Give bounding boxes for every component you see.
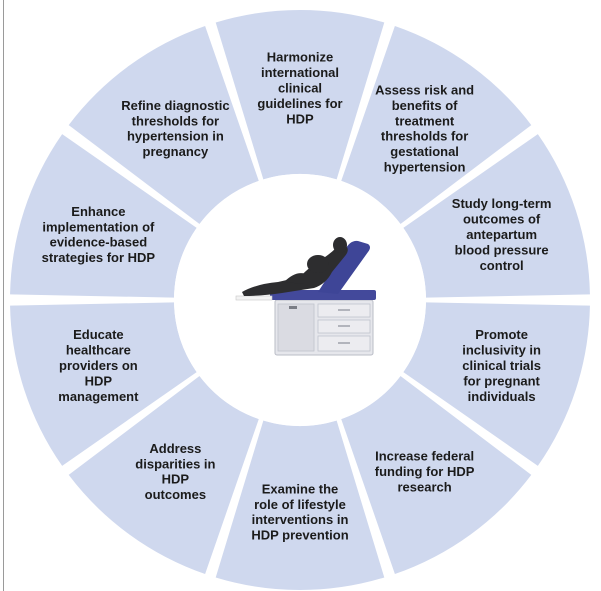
segment-label-line: Address xyxy=(149,441,201,456)
segment-label-line: Increase federal xyxy=(375,449,474,464)
segment-label-line: implementation of xyxy=(42,219,155,234)
segment-label-line: Refine diagnostic xyxy=(121,98,229,113)
segment-label-line: research xyxy=(398,479,452,494)
segment-label-line: Study long-term xyxy=(452,196,552,211)
segment-label-line: clinical trials xyxy=(462,358,541,373)
segment-label-line: disparities in xyxy=(135,456,215,471)
segment-label-line: guidelines for xyxy=(257,96,342,111)
segment-label-line: HDP xyxy=(162,472,190,487)
segment-label-line: hypertension xyxy=(384,159,466,174)
segment-label-line: treatment xyxy=(395,113,455,128)
segment-label-line: international xyxy=(261,65,339,80)
segment-harmonize xyxy=(215,9,385,180)
segment-label-line: role of lifestyle xyxy=(254,497,346,512)
segment-label-line: Examine the xyxy=(262,481,339,496)
segment-label-line: HDP xyxy=(286,111,314,126)
segment-label-line: blood pressure xyxy=(455,242,549,257)
segment-label-line: pregnancy xyxy=(143,144,210,159)
segment-label-line: Assess risk and xyxy=(375,82,474,97)
segment-address-disparities xyxy=(68,376,259,575)
segment-label-line: hypertension in xyxy=(127,129,224,144)
segment-label-line: inclusivity in xyxy=(462,343,541,358)
segment-label-line: outcomes of xyxy=(463,212,541,227)
segment-label-line: outcomes xyxy=(145,487,206,502)
segment-label-line: providers on xyxy=(59,358,138,373)
segment-label-line: strategies for HDP xyxy=(42,250,156,265)
segment-enhance-implementation xyxy=(10,134,197,298)
segment-label-line: gestational xyxy=(390,144,459,159)
segment-label-line: evidence-based xyxy=(50,235,148,250)
segment-label-line: HDP prevention xyxy=(251,528,348,543)
segment-increase-funding xyxy=(341,376,532,575)
segment-label-line: thresholds for xyxy=(132,113,219,128)
segment-label-line: Enhance xyxy=(71,204,125,219)
segment-label-line: management xyxy=(58,389,139,404)
segment-label-line: Promote xyxy=(475,327,528,342)
segment-study-outcomes xyxy=(403,134,590,298)
segment-label-line: antepartum xyxy=(466,227,537,242)
segment-examine-lifestyle xyxy=(215,420,385,590)
segment-label-line: Harmonize xyxy=(267,50,333,65)
segment-label-line: benefits of xyxy=(392,98,458,113)
segment-label-line: Educate xyxy=(73,327,124,342)
exam-table-with-reclining-patient-icon xyxy=(235,237,376,356)
segment-label-line: HDP xyxy=(85,373,113,388)
segment-label-line: interventions in xyxy=(252,512,349,527)
segment-label-line: thresholds for xyxy=(381,129,468,144)
segment-promote-inclusivity xyxy=(403,302,590,466)
segment-label-line: control xyxy=(480,258,524,273)
segment-label-line: for pregnant xyxy=(463,373,540,388)
segment-label-line: individuals xyxy=(468,389,536,404)
segment-label-line: healthcare xyxy=(66,343,131,358)
segment-label-line: funding for HDP xyxy=(375,464,475,479)
segment-assess-risk xyxy=(341,25,532,224)
segment-educate-providers xyxy=(10,302,197,466)
segment-refine-thresholds xyxy=(68,25,259,224)
segment-label-line: clinical xyxy=(278,81,322,96)
